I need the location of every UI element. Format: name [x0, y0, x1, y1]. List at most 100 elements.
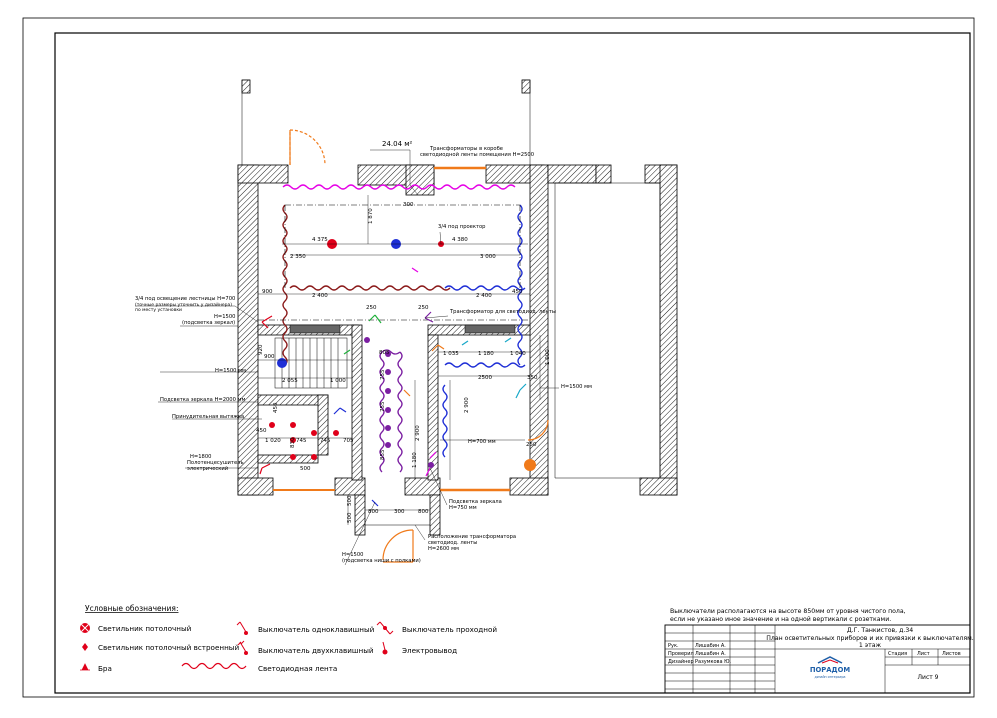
legend-item-pass-switch: Выключатель проходной	[402, 625, 497, 634]
doors	[273, 129, 549, 563]
note-mirror-light-h2000: Подсветка зеркала H=2000 мм	[160, 397, 245, 403]
dim-label: 1 180	[478, 351, 494, 357]
dimension-labels: 4 375 4 380 2 350 3 000 2 400 2 400 900 …	[256, 202, 551, 523]
dim-label: 805	[379, 350, 390, 356]
stamp-title-2: 1 этаж	[859, 642, 882, 649]
stamp-project: Д.Г. Танкистов, д.34	[847, 627, 913, 634]
logo-roof-icon	[817, 656, 843, 664]
dim-label: 2500	[478, 375, 492, 381]
note-exhaust-fan: Принудительная вытяжка	[172, 414, 244, 420]
ceiling-lamp-icon	[277, 358, 287, 368]
stamp-role-1: Проверил	[668, 651, 694, 657]
note-niche-light: (подсветка ниши с полками)	[342, 558, 421, 564]
stamp-title-1: План осветительных приборов и их привязк…	[766, 634, 974, 642]
plan: 24.04 м² Трансформаторы в коробе светоди…	[135, 79, 678, 566]
stamp-role-2: Дизайнер	[668, 658, 694, 665]
legend-title: Условные обозначения:	[85, 604, 178, 613]
pass-switch-icon	[376, 621, 394, 635]
note-projector: 3/4 под проектор	[438, 224, 486, 230]
dimension-lines	[258, 195, 541, 525]
dim-label: 1 040	[510, 351, 526, 357]
legend: Условные обозначения: Светильник потолоч…	[80, 604, 497, 673]
note-transformer-location: Расположение трансформатора	[428, 534, 516, 540]
company-name: ПОРАДОМ	[810, 666, 851, 674]
dim-label: 2 350	[290, 254, 306, 260]
wall-north-a	[237, 164, 289, 184]
company-subtitle: дизайн интерьера	[815, 675, 846, 679]
dim-label: 755	[380, 401, 386, 412]
dim-label: 800	[418, 509, 429, 515]
dim-label: 745	[296, 438, 307, 444]
area-label: 24.04 м²	[382, 140, 413, 148]
dim-label: 250	[526, 442, 537, 448]
note-h1500-bottom: H=1500	[342, 552, 363, 558]
note-h1500-hood: H=1500	[214, 314, 235, 320]
switches	[259, 267, 527, 507]
stamp-sheet-label: Лист	[917, 651, 930, 657]
dim-label: 1 020	[265, 438, 281, 444]
dim-label: 450	[256, 428, 267, 434]
led-strip-icon	[181, 662, 247, 670]
stamp-name-0: Лишабин А.	[695, 643, 726, 649]
stamp-name-2: Разумкова Ю.	[695, 659, 732, 665]
note-line-1: Выключатели располагаются на высоте 850м…	[670, 608, 906, 615]
built-in-lamp-icon	[82, 643, 88, 651]
dim-label: 1 870	[368, 208, 374, 224]
wall-west	[237, 164, 259, 496]
dim-label: 250	[366, 305, 377, 311]
note-led-strip-h: светодиодной ленты помещения H=2500	[420, 151, 534, 158]
stamp-sheets-label: Листов	[942, 651, 961, 657]
note-h1500-left: H=1500 мм	[215, 368, 246, 374]
dim-label: 900	[262, 289, 273, 295]
dim-label: 450	[273, 402, 279, 413]
double-switch-icon	[237, 640, 248, 655]
company-logo: ПОРАДОМ дизайн интерьера	[810, 656, 851, 679]
note-stair-sub2: по месту установки	[135, 308, 182, 313]
dim-label: 500	[347, 512, 353, 523]
dim-label: 745	[320, 438, 331, 444]
note-transformers-box: Трансформаторы в коробе	[429, 146, 503, 152]
ceiling-lamp-icon	[524, 459, 536, 471]
stamp-sheet-number: Лист 9	[918, 674, 939, 681]
dim-label: 1 035	[443, 351, 459, 357]
dim-label: 3 000	[480, 254, 496, 260]
legend-item-ceiling-lamp: Светильник потолочный	[98, 624, 192, 633]
dim-label: 900	[264, 354, 275, 360]
dim-label: 755	[380, 369, 386, 380]
dim-label: 4 375	[312, 237, 328, 243]
stamp-name-1: Лишабин А.	[695, 651, 726, 657]
note-transformer-location2: светодиод. ленты	[428, 540, 477, 546]
note-transformer-led: Трансформатор для светодиод. ленты	[449, 309, 556, 315]
dim-label: 2 900	[464, 397, 470, 413]
dim-label: 300	[394, 509, 405, 515]
legend-item-led-strip: Светодиодная лента	[258, 664, 337, 673]
legend-item-sconce: Бра	[98, 664, 112, 673]
dim-label: 250	[418, 305, 429, 311]
note-line-2: если не указано иное значение и на одной…	[670, 615, 891, 623]
electrical-outlet-icon	[382, 641, 388, 655]
note-transformer-location-h: H=2600 мм	[428, 546, 459, 552]
dim-label: 500	[347, 495, 353, 506]
dim-label: 1 000	[330, 378, 346, 384]
note-stair-light: 3/4 под освещение лестницы H=700	[135, 296, 235, 302]
note-towel-dryer2: электрический	[187, 465, 228, 472]
dim-label: 920	[258, 344, 264, 355]
dim-label: 2 055	[282, 378, 298, 384]
dim-label: 1 000	[545, 349, 551, 365]
dim-label: 500	[300, 466, 311, 472]
stamp-stage-label: Стадия	[888, 651, 907, 657]
inner-frame	[54, 32, 971, 694]
legend-item-double-switch: Выключатель двухклавишный	[258, 646, 374, 655]
leader-lines	[135, 149, 559, 566]
legend-item-outlet: Электровывод	[402, 646, 457, 655]
dim-label: 350	[527, 375, 538, 381]
dim-label: 705	[343, 438, 354, 444]
note-h1500-right: H=1500 мм	[561, 384, 592, 390]
dim-label: 450	[512, 289, 523, 295]
stamp-role-0: Рук.	[668, 643, 679, 649]
note-towel-dryer: Полотенцесушитель	[187, 460, 244, 466]
dim-label: 800	[368, 509, 379, 515]
legend-item-single-switch: Выключатель одноклавишный	[258, 625, 375, 634]
dim-label: 1 180	[412, 452, 418, 468]
